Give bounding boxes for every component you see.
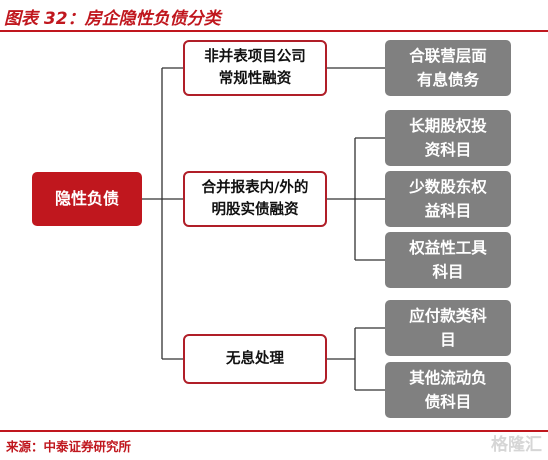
leaf-node: 其他流动负 债科目 [385, 362, 511, 418]
leaf-label-line: 权益性工具 [409, 238, 487, 257]
branch-node-equity-debt: 合并报表内/外的 明股实债融资 [183, 171, 327, 227]
leaf-label-line: 少数股东权 [409, 177, 487, 196]
branch-label-line: 无息处理 [226, 350, 284, 367]
branch-label-line: 合并报表内/外的 [201, 179, 309, 196]
leaf-label-line: 目 [440, 331, 456, 349]
footer-rule [0, 430, 548, 432]
leaf-node: 应付款类科 目 [385, 300, 511, 356]
watermark: 格隆汇 [491, 435, 542, 455]
leaf-label-line: 科目 [432, 263, 464, 281]
leaf-label-line: 有息债务 [416, 71, 479, 89]
branch-label-line: 明股实债融资 [211, 202, 299, 218]
leaf-label-line: 合联营层面 [409, 46, 487, 65]
title-rule [0, 30, 548, 32]
leaf-node: 权益性工具 科目 [385, 232, 511, 288]
leaf-label-line: 其他流动负 [409, 368, 487, 387]
source-note: 来源：中泰证券研究所 [6, 439, 132, 454]
leaf-label-line: 资科目 [424, 141, 472, 159]
leaf-node: 合联营层面 有息债务 [385, 40, 511, 96]
leaf-node: 少数股东权 益科目 [385, 171, 511, 227]
leaf-label-line: 应付款类科 [409, 306, 487, 325]
branch-node-interest-free: 无息处理 [183, 334, 327, 384]
branch-label-line: 常规性融资 [218, 71, 292, 87]
leaf-label-line: 债科目 [424, 393, 472, 411]
leaf-label-line: 益科目 [424, 202, 472, 220]
figure-title: 图表 32：房企隐性负债分类 [4, 9, 221, 29]
leaf-label-line: 长期股权投 [409, 116, 487, 135]
root-label: 隐性负债 [54, 188, 119, 208]
root-node: 隐性负债 [32, 172, 142, 226]
branch-node-nonconsolidated: 非并表项目公司 常规性融资 [183, 40, 327, 96]
leaf-node: 长期股权投 资科目 [385, 110, 511, 166]
branch-label-line: 非并表项目公司 [204, 48, 306, 65]
